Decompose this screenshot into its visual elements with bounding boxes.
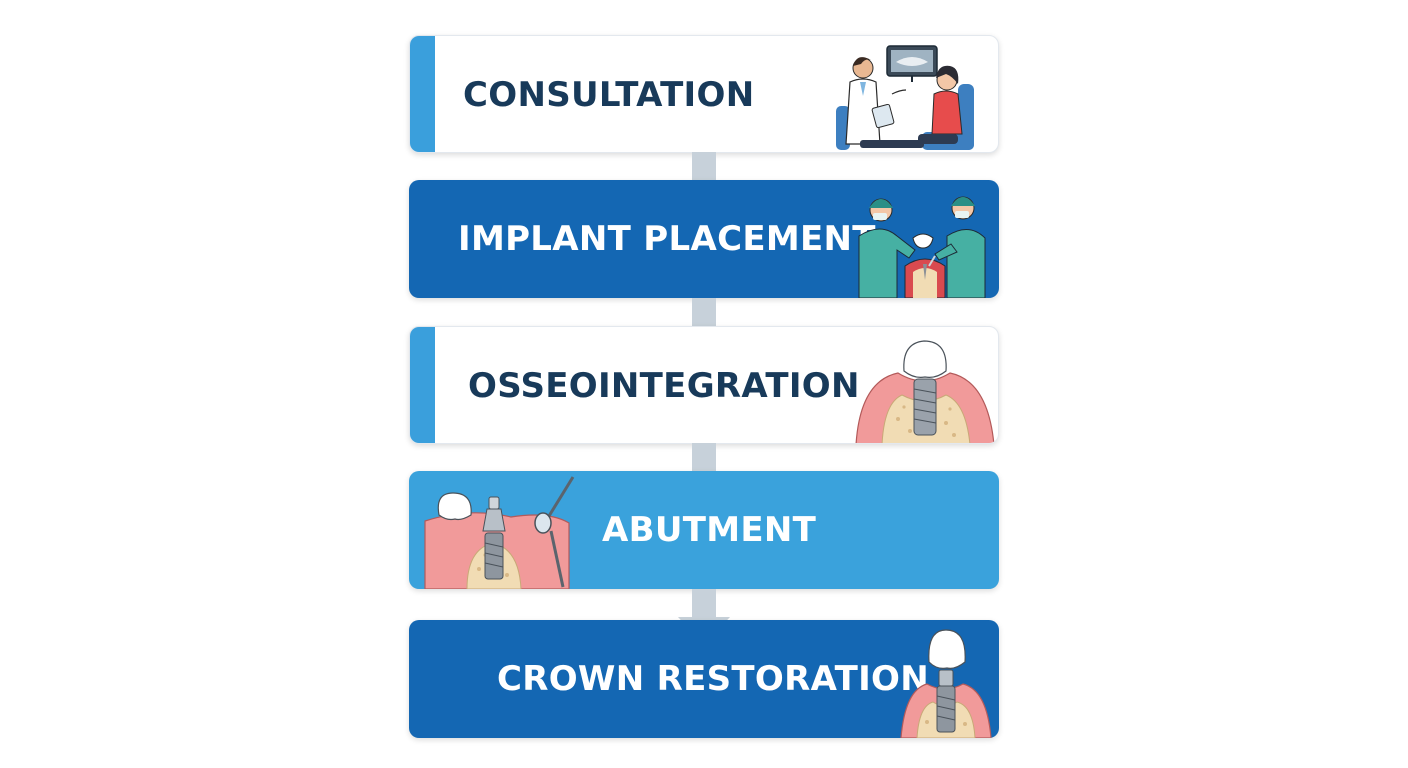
step-label: CROWN RESTORATION [497, 659, 929, 699]
step-accent-bar [410, 36, 435, 152]
surgeons-operating-icon [858, 196, 986, 298]
step-consultation: CONSULTATION [409, 35, 999, 153]
step-osseointegration: OSSEOINTEGRATION [409, 326, 999, 444]
step-label: IMPLANT PLACEMENT [458, 219, 876, 259]
step-label: ABUTMENT [602, 510, 817, 550]
step-label: OSSEOINTEGRATION [468, 366, 860, 406]
step-implant-placement: IMPLANT PLACEMENT [409, 180, 999, 298]
implant-in-bone-icon [855, 340, 995, 443]
step-label: CONSULTATION [463, 75, 755, 115]
step-accent-bar [410, 327, 435, 443]
crown-on-implant-icon [900, 629, 992, 738]
step-abutment: ABUTMENT [409, 471, 999, 589]
doctor-patient-consultation-icon [836, 45, 974, 150]
step-crown-restoration: CROWN RESTORATION [409, 620, 999, 738]
abutment-with-dental-mirror-icon [424, 476, 575, 589]
